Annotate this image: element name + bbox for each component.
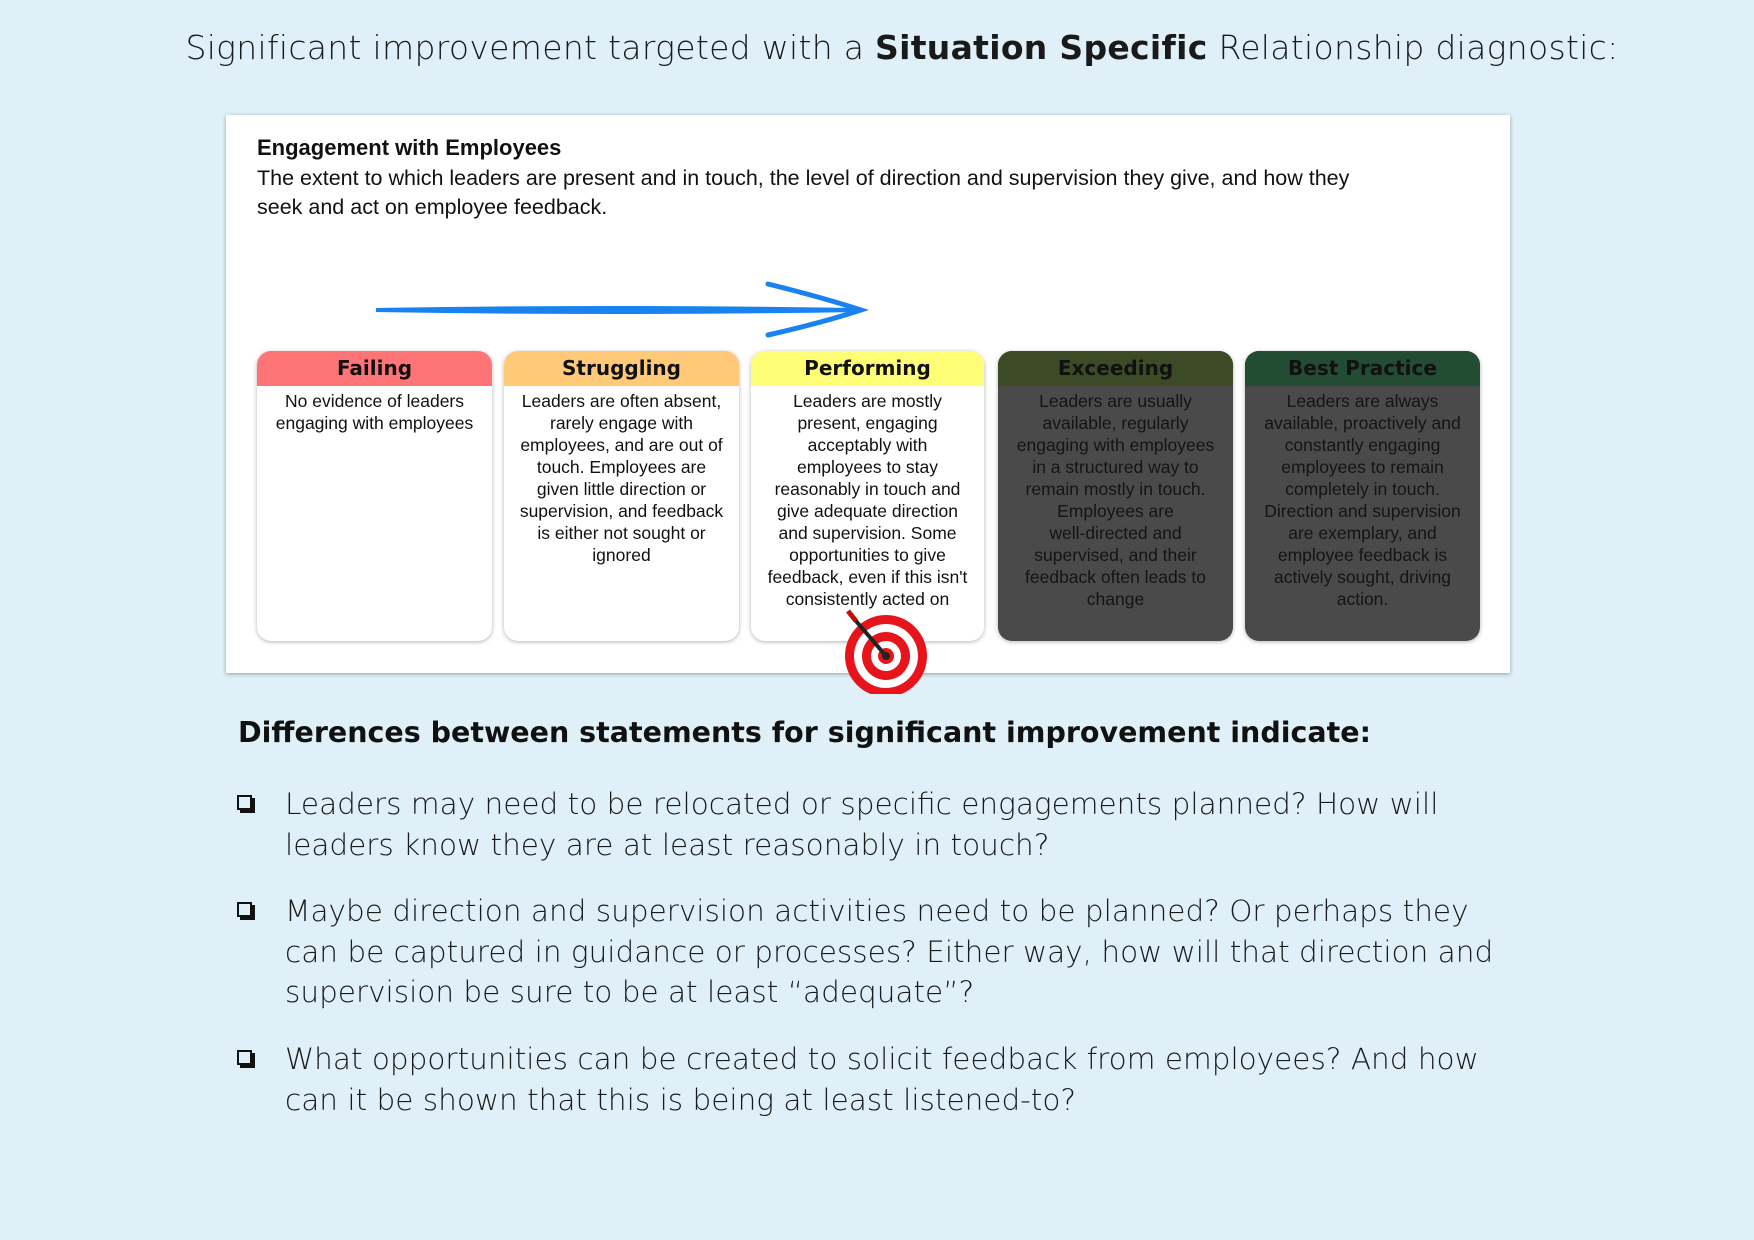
diagnostic-panel: Engagement with Employees The extent to … <box>226 115 1510 694</box>
card-header: Struggling <box>504 351 739 386</box>
card-text: Leaders are often absent, rarely engage … <box>519 391 724 565</box>
checkbox-bullet-icon <box>237 795 252 810</box>
card-struggling: Struggling Leaders are often absent, rar… <box>504 351 739 641</box>
card-text: Leaders are mostly present, engaging acc… <box>767 391 968 609</box>
card-header: Best Practice <box>1245 351 1480 386</box>
checkbox-bullet-icon <box>237 902 252 917</box>
panel-heading: Engagement with Employees <box>257 135 562 160</box>
list-item-text: Leaders may need to be relocated or spec… <box>285 787 1439 862</box>
panel-description: The extent to which leaders are present … <box>257 166 1350 219</box>
card-best-practice: Best Practice Leaders are always availab… <box>1245 351 1480 641</box>
card-text: Leaders are usually available, regularly… <box>1016 391 1215 609</box>
progress-arrow-icon <box>375 281 870 338</box>
card-failing: Failing No evidence of leaders engaging … <box>257 351 492 641</box>
section-heading: Differences between statements for signi… <box>238 716 1371 749</box>
card-header: Performing <box>751 351 984 386</box>
title-text-end: Relationship diagnostic: <box>1207 28 1619 67</box>
card-header: Exceeding <box>998 351 1233 386</box>
bullseye-target-icon <box>845 609 927 694</box>
card-text: Leaders are always available, proactivel… <box>1264 391 1461 609</box>
title-emphasis: Situation Specific <box>875 28 1208 67</box>
card-text: No evidence of leaders engaging with emp… <box>275 391 474 433</box>
title-text: Significant improvement targeted with a <box>185 28 876 67</box>
page-title: Significant improvement targeted with a … <box>0 28 1754 67</box>
list-item-text: What opportunities can be created to sol… <box>285 1042 1479 1117</box>
card-exceeding: Exceeding Leaders are usually available,… <box>998 351 1233 641</box>
checkbox-bullet-icon <box>237 1050 252 1065</box>
card-header: Failing <box>257 351 492 386</box>
card-performing: Performing Leaders are mostly present, e… <box>751 351 984 641</box>
list-item-text: Maybe direction and supervision activiti… <box>285 894 1494 1009</box>
